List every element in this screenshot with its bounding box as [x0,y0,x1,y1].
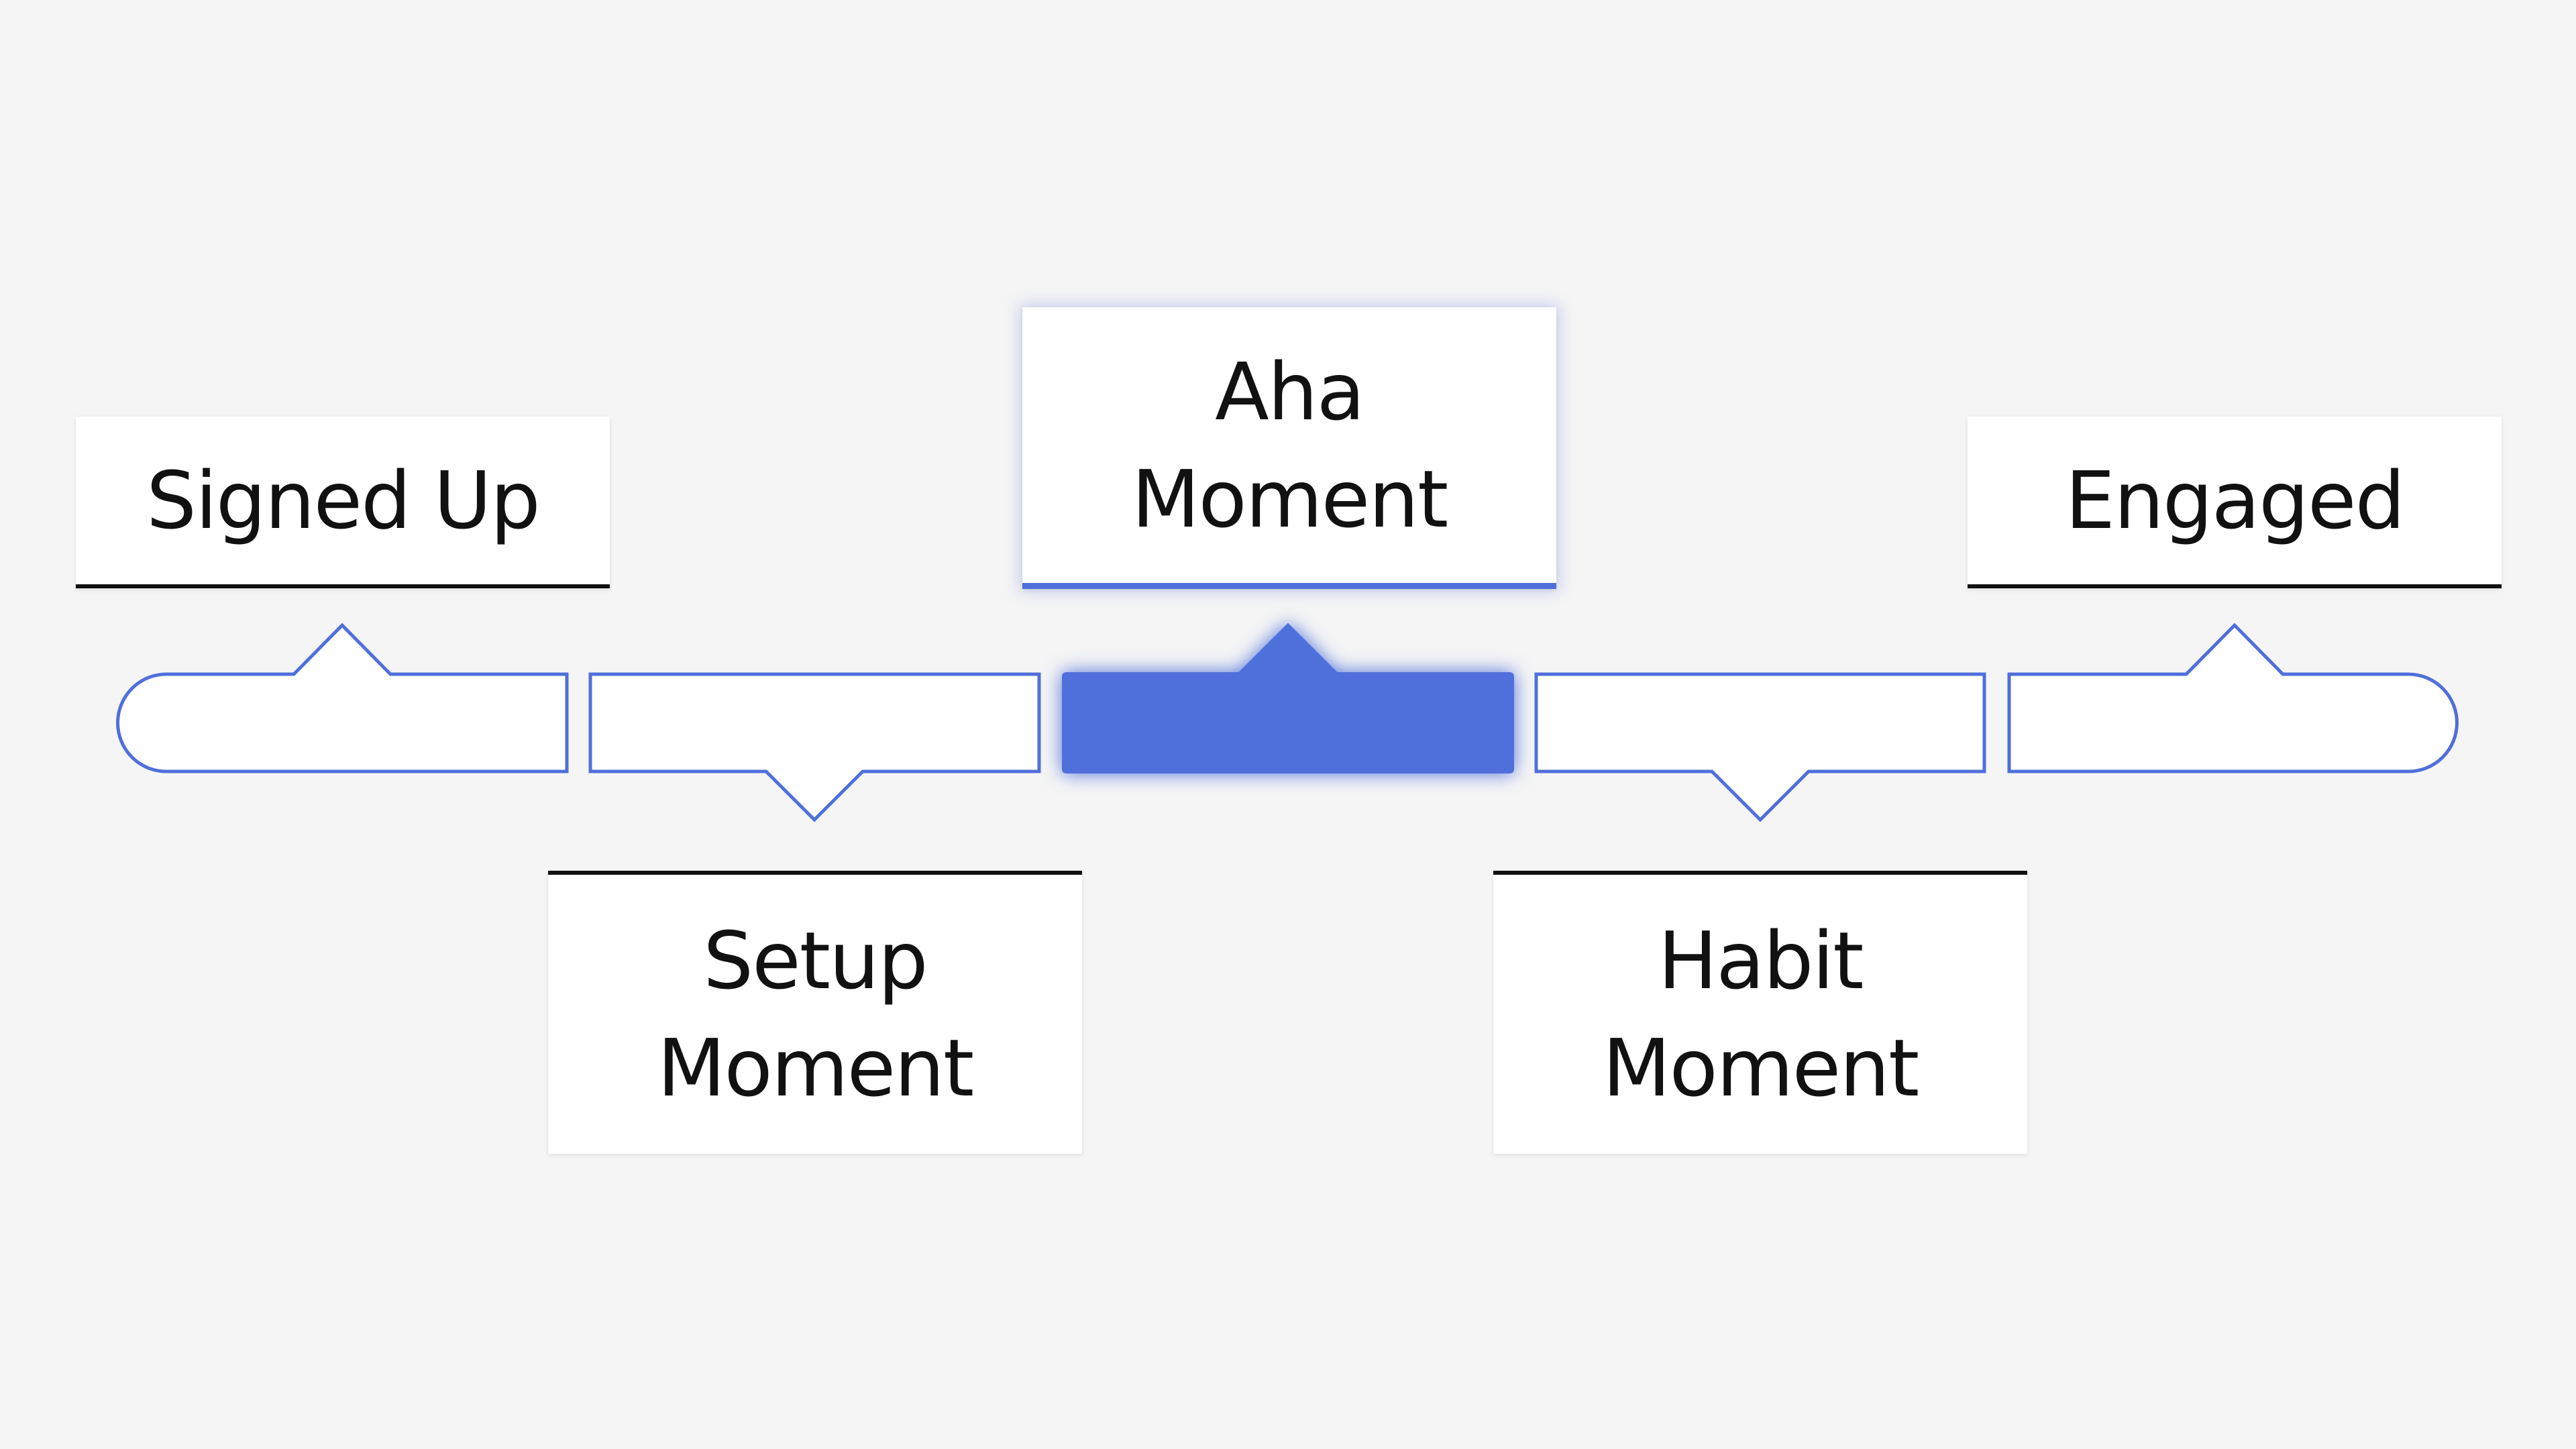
stage-label: Aha Moment [1131,345,1449,545]
stage-label: Engaged [2065,454,2406,547]
stage-label: Habit Moment [1602,914,1920,1114]
stage-card-engaged: Engaged [1968,417,2502,588]
timeline-segment-engaged [2007,623,2459,773]
timeline-segment-signed-up [116,623,569,773]
timeline-segment-aha-moment [1062,623,1514,773]
stage-label: Setup Moment [657,914,975,1114]
timeline-segment-setup-moment [588,672,1041,822]
stage-card-signed-up: Signed Up [76,417,610,588]
timeline-segment-habit-moment [1534,672,1986,822]
stage-card-aha-moment: Aha Moment [1022,307,1556,589]
stage-label: Signed Up [146,454,541,547]
stage-card-setup-moment: Setup Moment [548,871,1082,1154]
stage-card-habit-moment: Habit Moment [1493,871,2027,1154]
